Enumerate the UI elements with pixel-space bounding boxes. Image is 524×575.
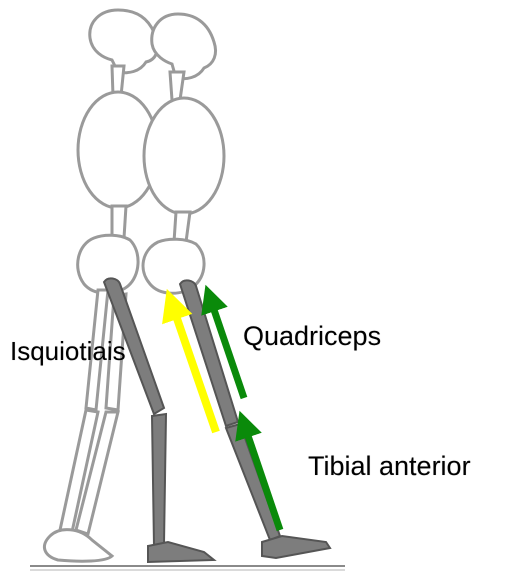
back-skull: [90, 10, 158, 73]
quadriceps-label: Quadriceps: [243, 323, 381, 350]
front-spine: [174, 212, 190, 242]
isquiotibiais-label: Isquiotiais: [10, 338, 126, 364]
back-spine: [112, 206, 126, 238]
back-figure: [44, 10, 158, 561]
front-skull: [152, 14, 216, 79]
front-swing-foot: [262, 536, 330, 558]
back-foot: [44, 530, 112, 562]
front-ribcage: [144, 98, 224, 214]
back-stance-foot: [148, 542, 214, 562]
tibial-anterior-label: Tibial anterior: [308, 453, 471, 480]
ground-line: [30, 566, 345, 570]
front-neck: [170, 72, 184, 100]
back-stance-tibia: [152, 414, 166, 546]
